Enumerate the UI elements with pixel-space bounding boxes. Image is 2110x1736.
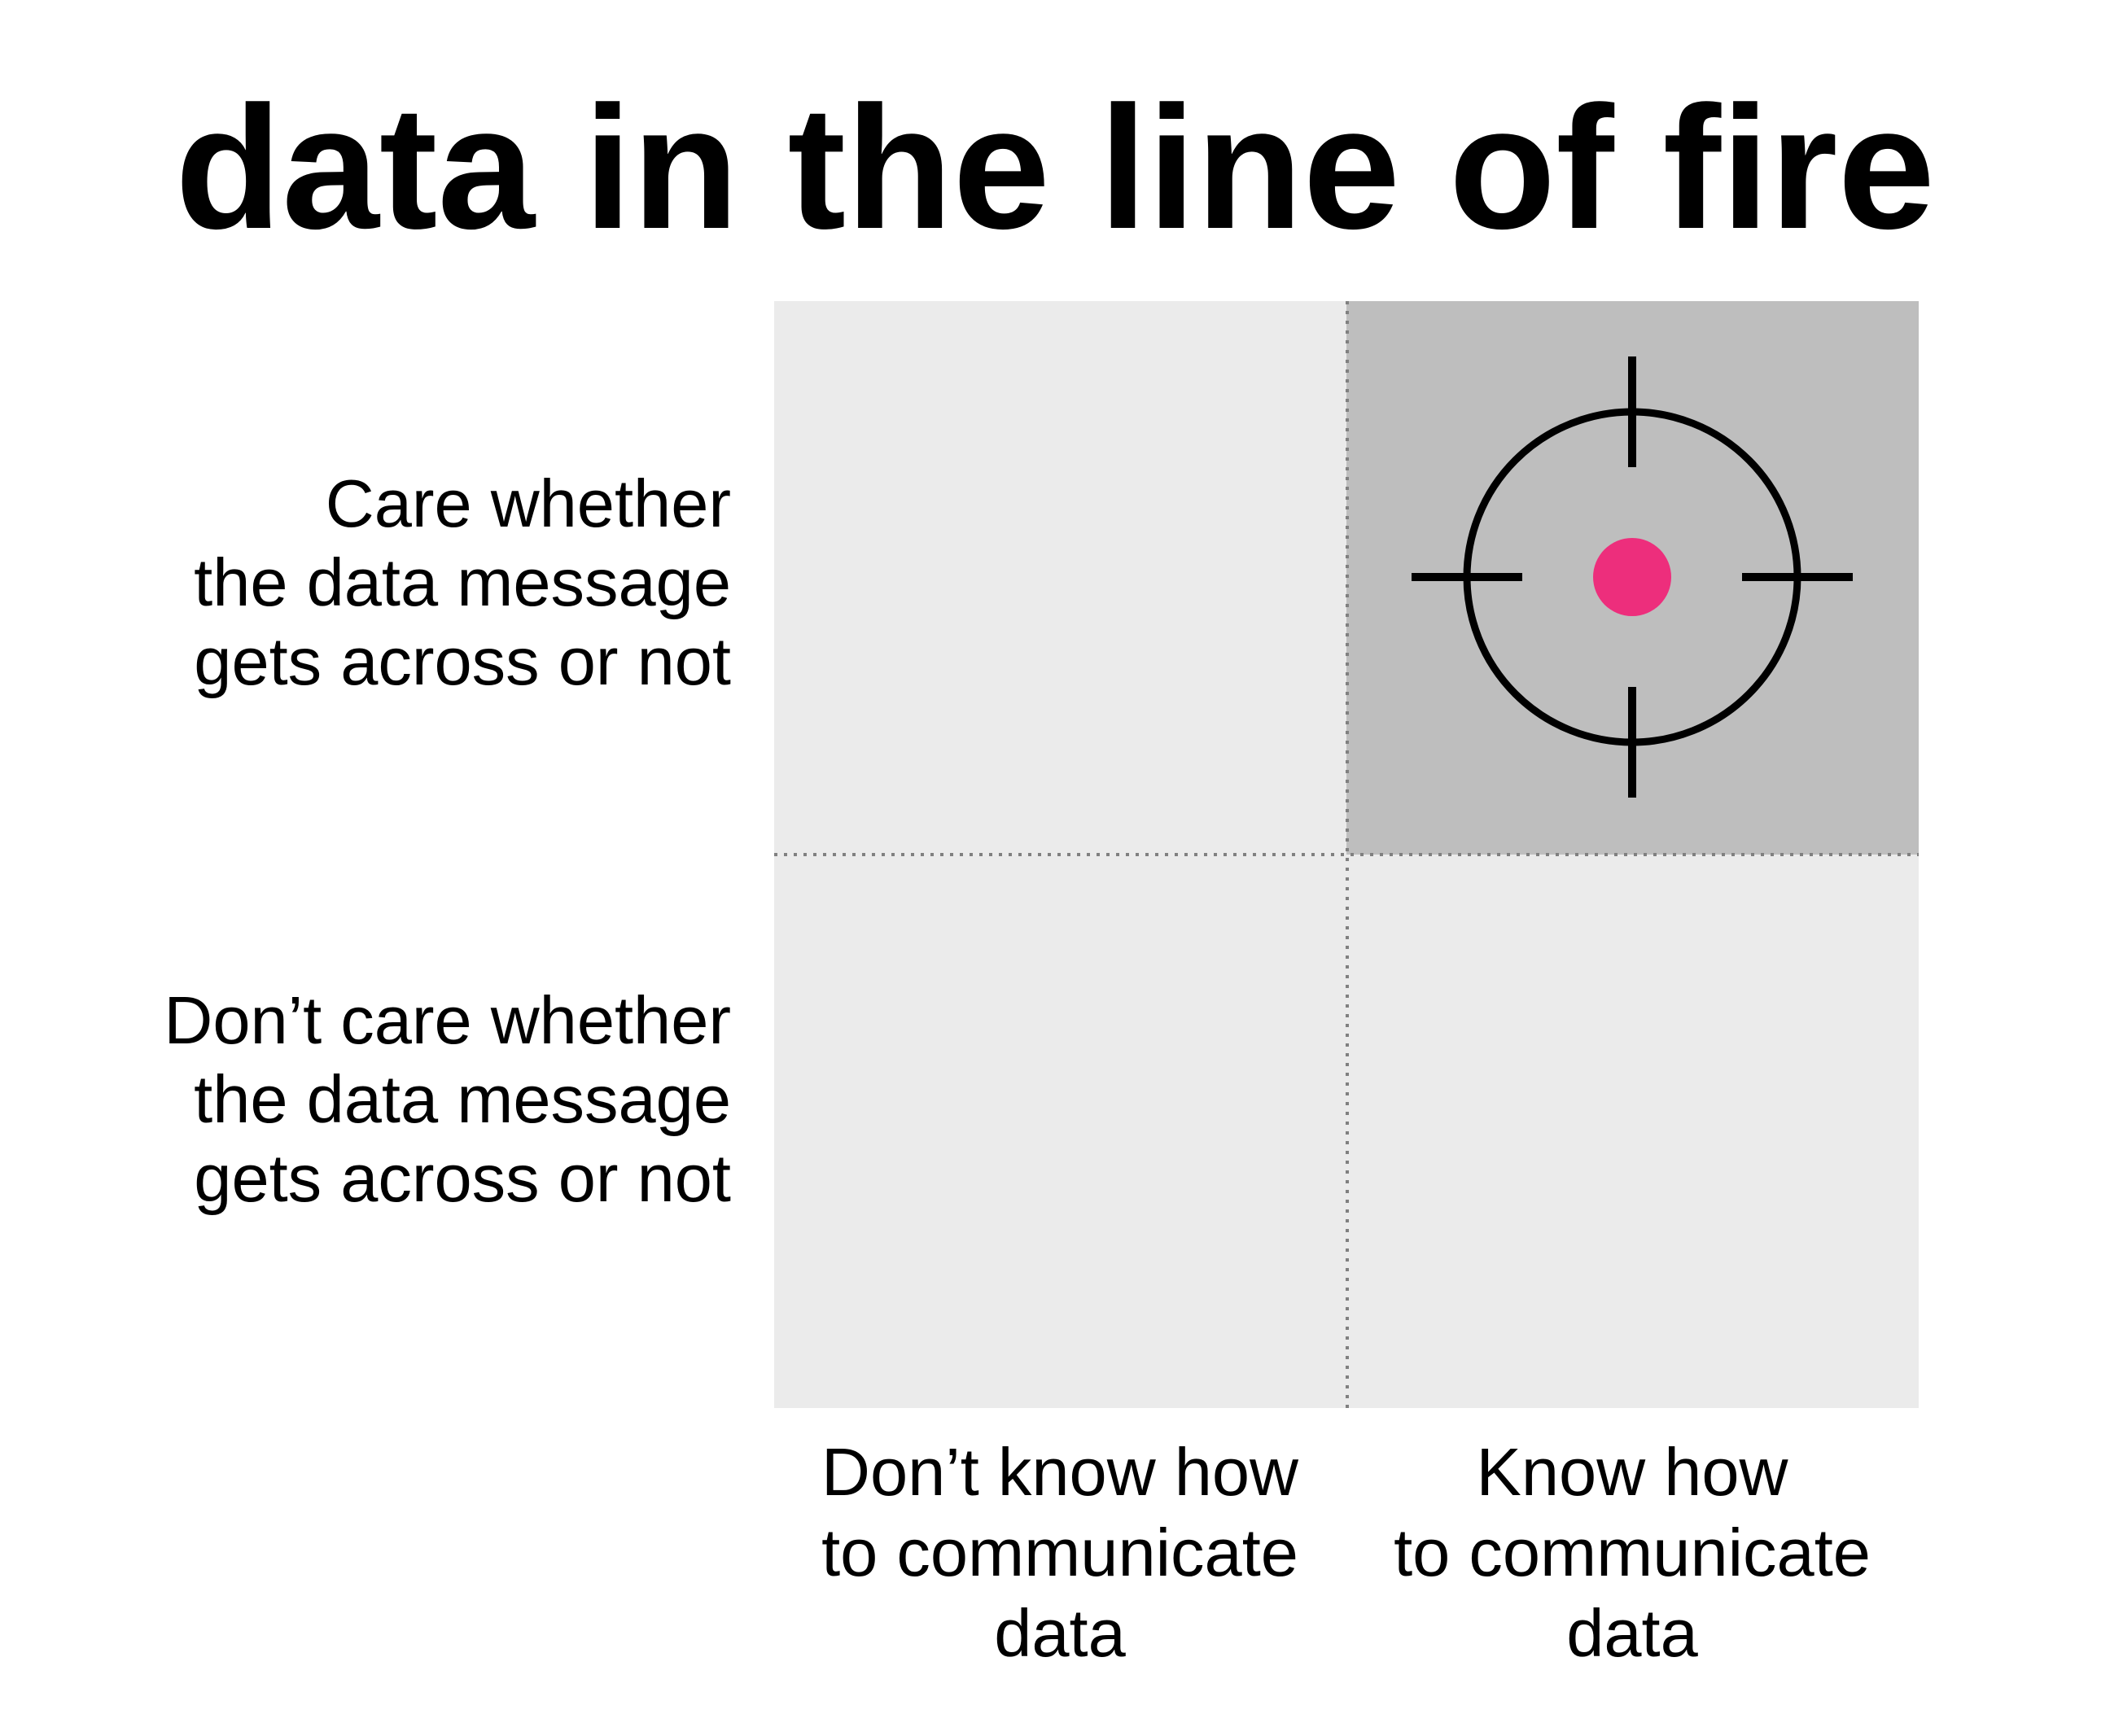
row-label-dont-care: Don’t care whether the data message gets… xyxy=(164,981,731,1218)
row-label-care-line: the data message xyxy=(194,544,731,620)
quadrant-top-left xyxy=(774,301,1346,855)
col-label-know-how: Know how to communicate data xyxy=(1347,1432,1917,1673)
quadrant-bottom-left xyxy=(774,855,1346,1408)
row-label-care: Care whether the data message gets acros… xyxy=(194,464,731,701)
col-label-dont-know-how-line: data xyxy=(994,1595,1126,1671)
row-label-dont-care-line: Don’t care whether xyxy=(164,982,731,1058)
col-label-know-how-line: to communicate xyxy=(1394,1515,1871,1590)
target-center-dot xyxy=(1593,538,1671,616)
col-label-dont-know-how-line: to communicate xyxy=(821,1515,1298,1590)
col-label-know-how-line: Know how xyxy=(1476,1434,1788,1510)
chart-title: data in the line of fire xyxy=(174,69,1936,265)
row-label-dont-care-line: the data message xyxy=(194,1061,731,1137)
col-label-dont-know-how-line: Don’t know how xyxy=(821,1434,1298,1510)
crosshair-target-icon xyxy=(1412,356,1853,798)
quadrant-matrix xyxy=(774,301,1919,1408)
row-label-dont-care-line: gets across or not xyxy=(194,1140,731,1216)
row-label-care-line: gets across or not xyxy=(194,623,731,699)
quadrant-bottom-right xyxy=(1346,855,1919,1408)
col-label-dont-know-how: Don’t know how to communicate data xyxy=(775,1432,1345,1673)
vertical-dotted-divider xyxy=(1346,301,1349,1408)
col-label-know-how-line: data xyxy=(1566,1595,1698,1671)
row-label-care-line: Care whether xyxy=(325,466,731,541)
